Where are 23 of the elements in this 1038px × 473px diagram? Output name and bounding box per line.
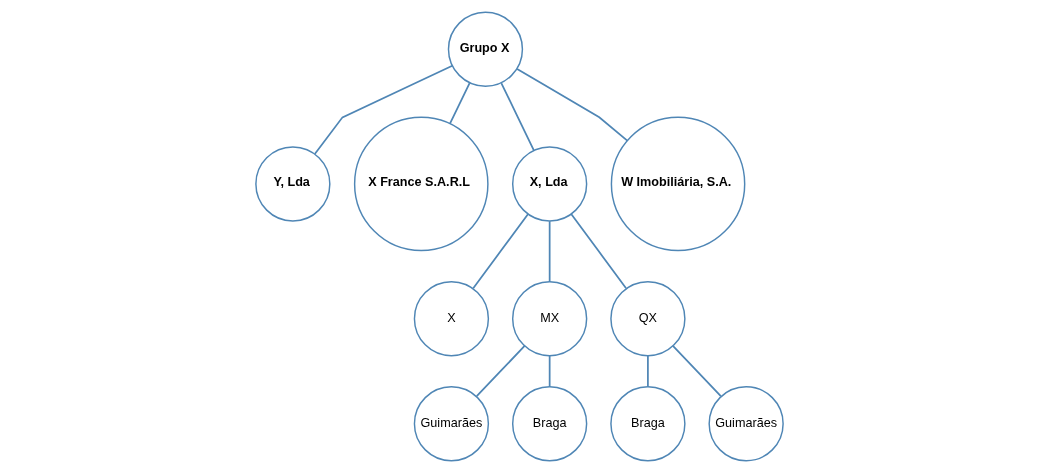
connector: [499, 82, 535, 151]
node-circle: MX: [511, 281, 587, 357]
connector: [313, 64, 453, 155]
node-circle: Y, Lda: [254, 146, 331, 222]
connector: [448, 82, 470, 125]
connector: [475, 345, 525, 398]
connector: [671, 345, 722, 398]
connector: [548, 354, 551, 388]
connector: [646, 354, 649, 388]
connector: [569, 213, 627, 290]
node-circle: Braga: [609, 386, 686, 462]
connector: [548, 220, 551, 283]
node-circle: Braga: [511, 386, 587, 462]
node-circle: W Imobiliária, S.A.: [610, 116, 745, 252]
node-circle: X France S.A.R.L: [353, 116, 489, 252]
node-circle: QX: [609, 281, 686, 357]
connector: [515, 68, 628, 142]
node-circle: Grupo X: [447, 11, 523, 87]
connector: [471, 213, 529, 290]
node-circle: X: [413, 281, 489, 357]
node-circle: X, Lda: [511, 146, 587, 222]
node-circle: Guimarães: [413, 386, 489, 462]
node-circle: Guimarães: [707, 386, 784, 462]
